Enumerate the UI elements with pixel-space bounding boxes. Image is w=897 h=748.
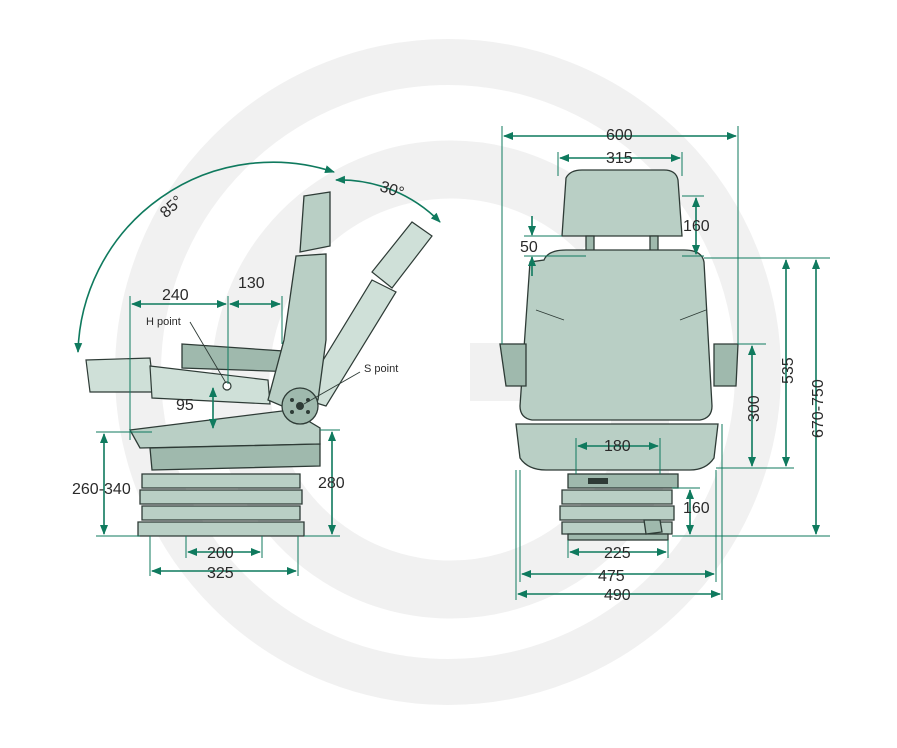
reclined-headrest: [371, 221, 433, 289]
label-490: 490: [604, 587, 631, 604]
label-600: 600: [606, 127, 633, 144]
dim-arc-30: [335, 175, 441, 223]
seat-cushion: [128, 409, 321, 449]
label-200: 200: [207, 545, 234, 562]
suspension-bellows: [137, 473, 305, 537]
label-95: 95: [176, 397, 194, 414]
label-50: 50: [520, 239, 538, 256]
label-240: 240: [162, 287, 189, 304]
upright-headrest: [299, 191, 331, 253]
label-130: 130: [238, 275, 265, 292]
label-160-base: 160: [683, 500, 710, 517]
h-point-label: H point: [146, 316, 181, 328]
label-475: 475: [598, 568, 625, 585]
label-300: 300: [746, 395, 763, 422]
dim-arc-85: [74, 161, 335, 353]
flat-headrest: [85, 357, 155, 393]
label-325: 325: [207, 565, 234, 582]
h-point-marker: [222, 381, 232, 391]
front-view-seat: [499, 169, 739, 541]
label-535: 535: [780, 357, 797, 384]
seat-frame: [149, 443, 321, 471]
front-seat-frame: [567, 473, 679, 489]
flat-backrest: [149, 365, 271, 405]
label-225: 225: [604, 545, 631, 562]
s-point-label: S point: [364, 363, 398, 375]
front-backrest: [519, 249, 713, 421]
label-180: 180: [604, 438, 631, 455]
label-160-headrest: 160: [683, 218, 710, 235]
side-view-seat: [85, 191, 433, 537]
front-armrest-right: [713, 343, 739, 387]
label-30deg: 30°: [378, 178, 406, 202]
label-315: 315: [606, 150, 633, 167]
front-armrest-left: [499, 343, 527, 387]
label-260-340: 260-340: [72, 481, 131, 498]
label-670-750: 670-750: [810, 379, 827, 438]
label-280: 280: [318, 475, 345, 492]
front-headrest: [561, 169, 683, 237]
